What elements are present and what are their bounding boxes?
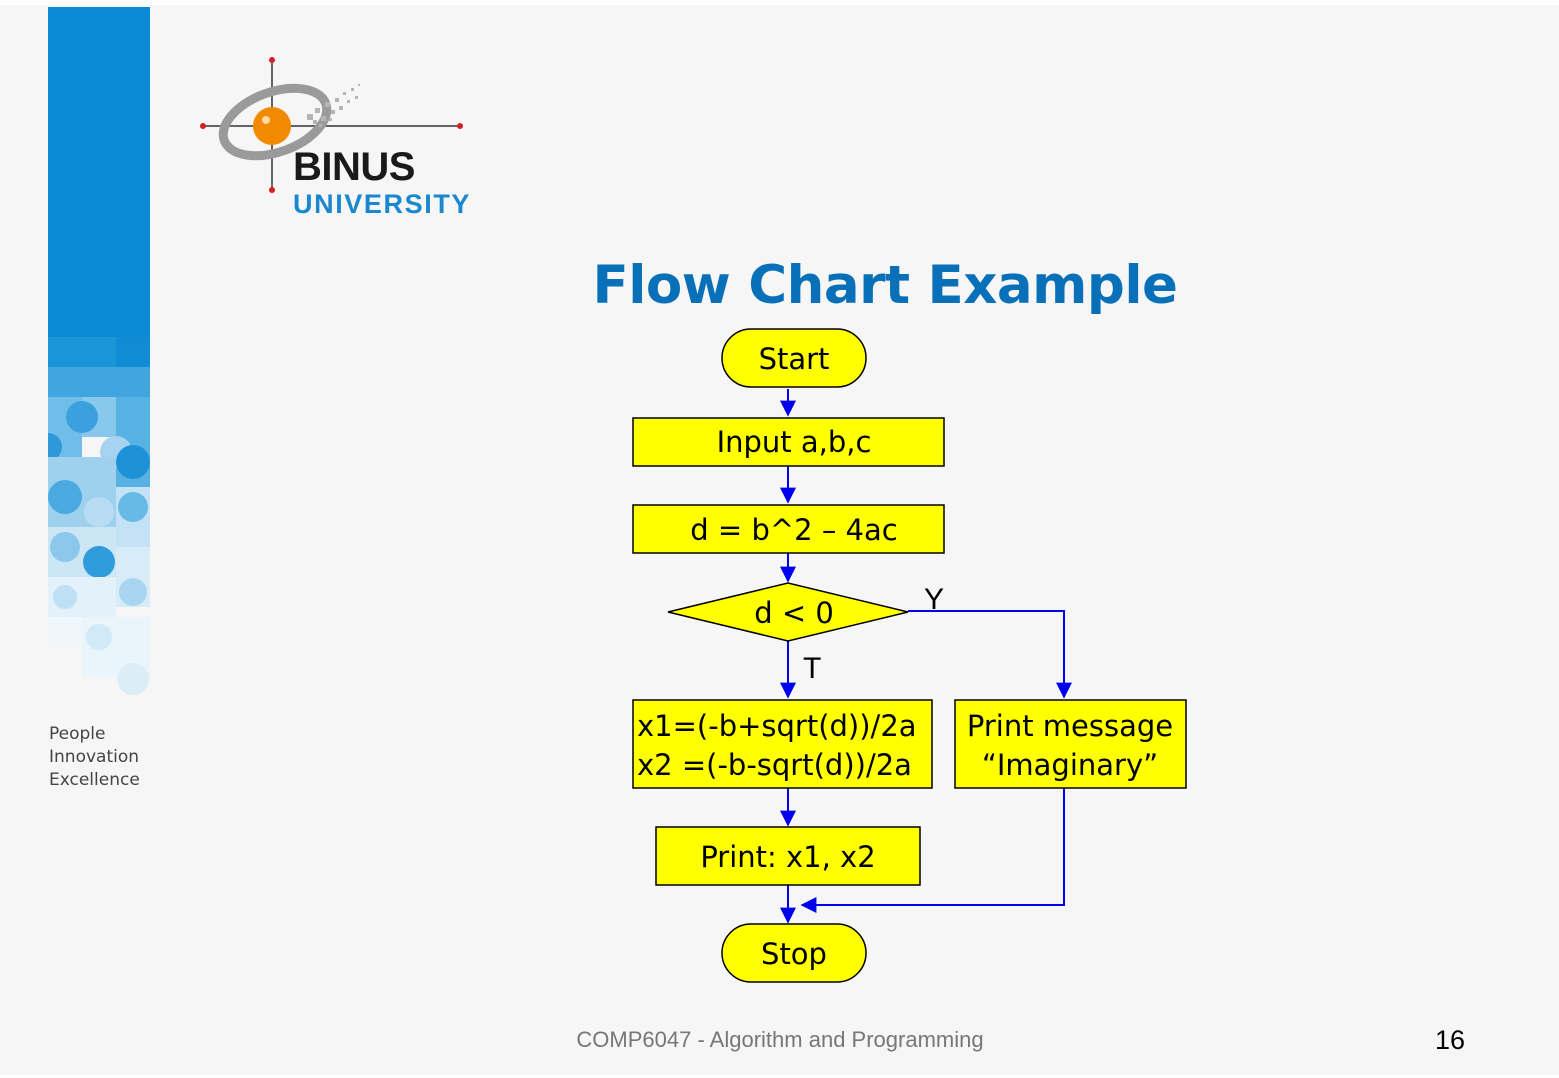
edge-label-no: T [803, 652, 821, 685]
node-print-message: Print message “Imaginary” [954, 699, 1187, 789]
decorative-side-band [48, 7, 150, 695]
node-print-message-line2: “Imaginary” [982, 748, 1158, 782]
page-number: 16 [1434, 1025, 1466, 1055]
node-print-message-line1: Print message [967, 709, 1173, 743]
node-start-label: Start [759, 342, 830, 376]
node-start: Start [721, 328, 867, 388]
binus-logo-icon [200, 57, 463, 193]
node-compute-d: d = b^2 – 4ac [632, 504, 945, 554]
node-decision-label: d < 0 [754, 596, 834, 630]
tagline: People Innovation Excellence [49, 723, 140, 792]
tagline-people: People [49, 724, 106, 744]
slide-title: Flow Chart Example [592, 255, 1178, 316]
slide: People Innovation Excellence [0, 5, 1559, 1075]
node-print-roots: Print: x1, x2 [655, 826, 921, 886]
logo-title: BINUS [293, 145, 415, 189]
tagline-innovation: Innovation [49, 747, 140, 767]
node-stop-label: Stop [761, 937, 827, 971]
tagline-excellence: Excellence [49, 770, 140, 790]
node-input-label: Input a,b,c [717, 425, 872, 459]
node-compute-roots-line1: x1=(-b+sqrt(d))/2a [637, 709, 917, 743]
flowchart: Start Input a,b,c d = b^2 – 4ac d < 0 Y … [632, 328, 1187, 983]
node-print-roots-label: Print: x1, x2 [700, 840, 875, 874]
node-compute-roots: x1=(-b+sqrt(d))/2a x2 =(-b-sqrt(d))/2a [632, 699, 933, 789]
footer-course-title: COMP6047 - Algorithm and Programming [576, 1027, 984, 1052]
node-decision: d < 0 [667, 582, 909, 642]
edge-label-yes: Y [924, 583, 944, 616]
node-stop: Stop [721, 923, 867, 983]
logo-wordmark: BINUS UNIVERSITY [293, 145, 471, 219]
node-input: Input a,b,c [632, 417, 945, 467]
logo-subtitle: UNIVERSITY [293, 189, 472, 219]
node-compute-roots-line2: x2 =(-b-sqrt(d))/2a [637, 748, 912, 782]
arrow-message-to-stop [800, 788, 1065, 913]
node-compute-d-label: d = b^2 – 4ac [690, 513, 897, 547]
arrow-decision-to-message [908, 610, 1072, 699]
